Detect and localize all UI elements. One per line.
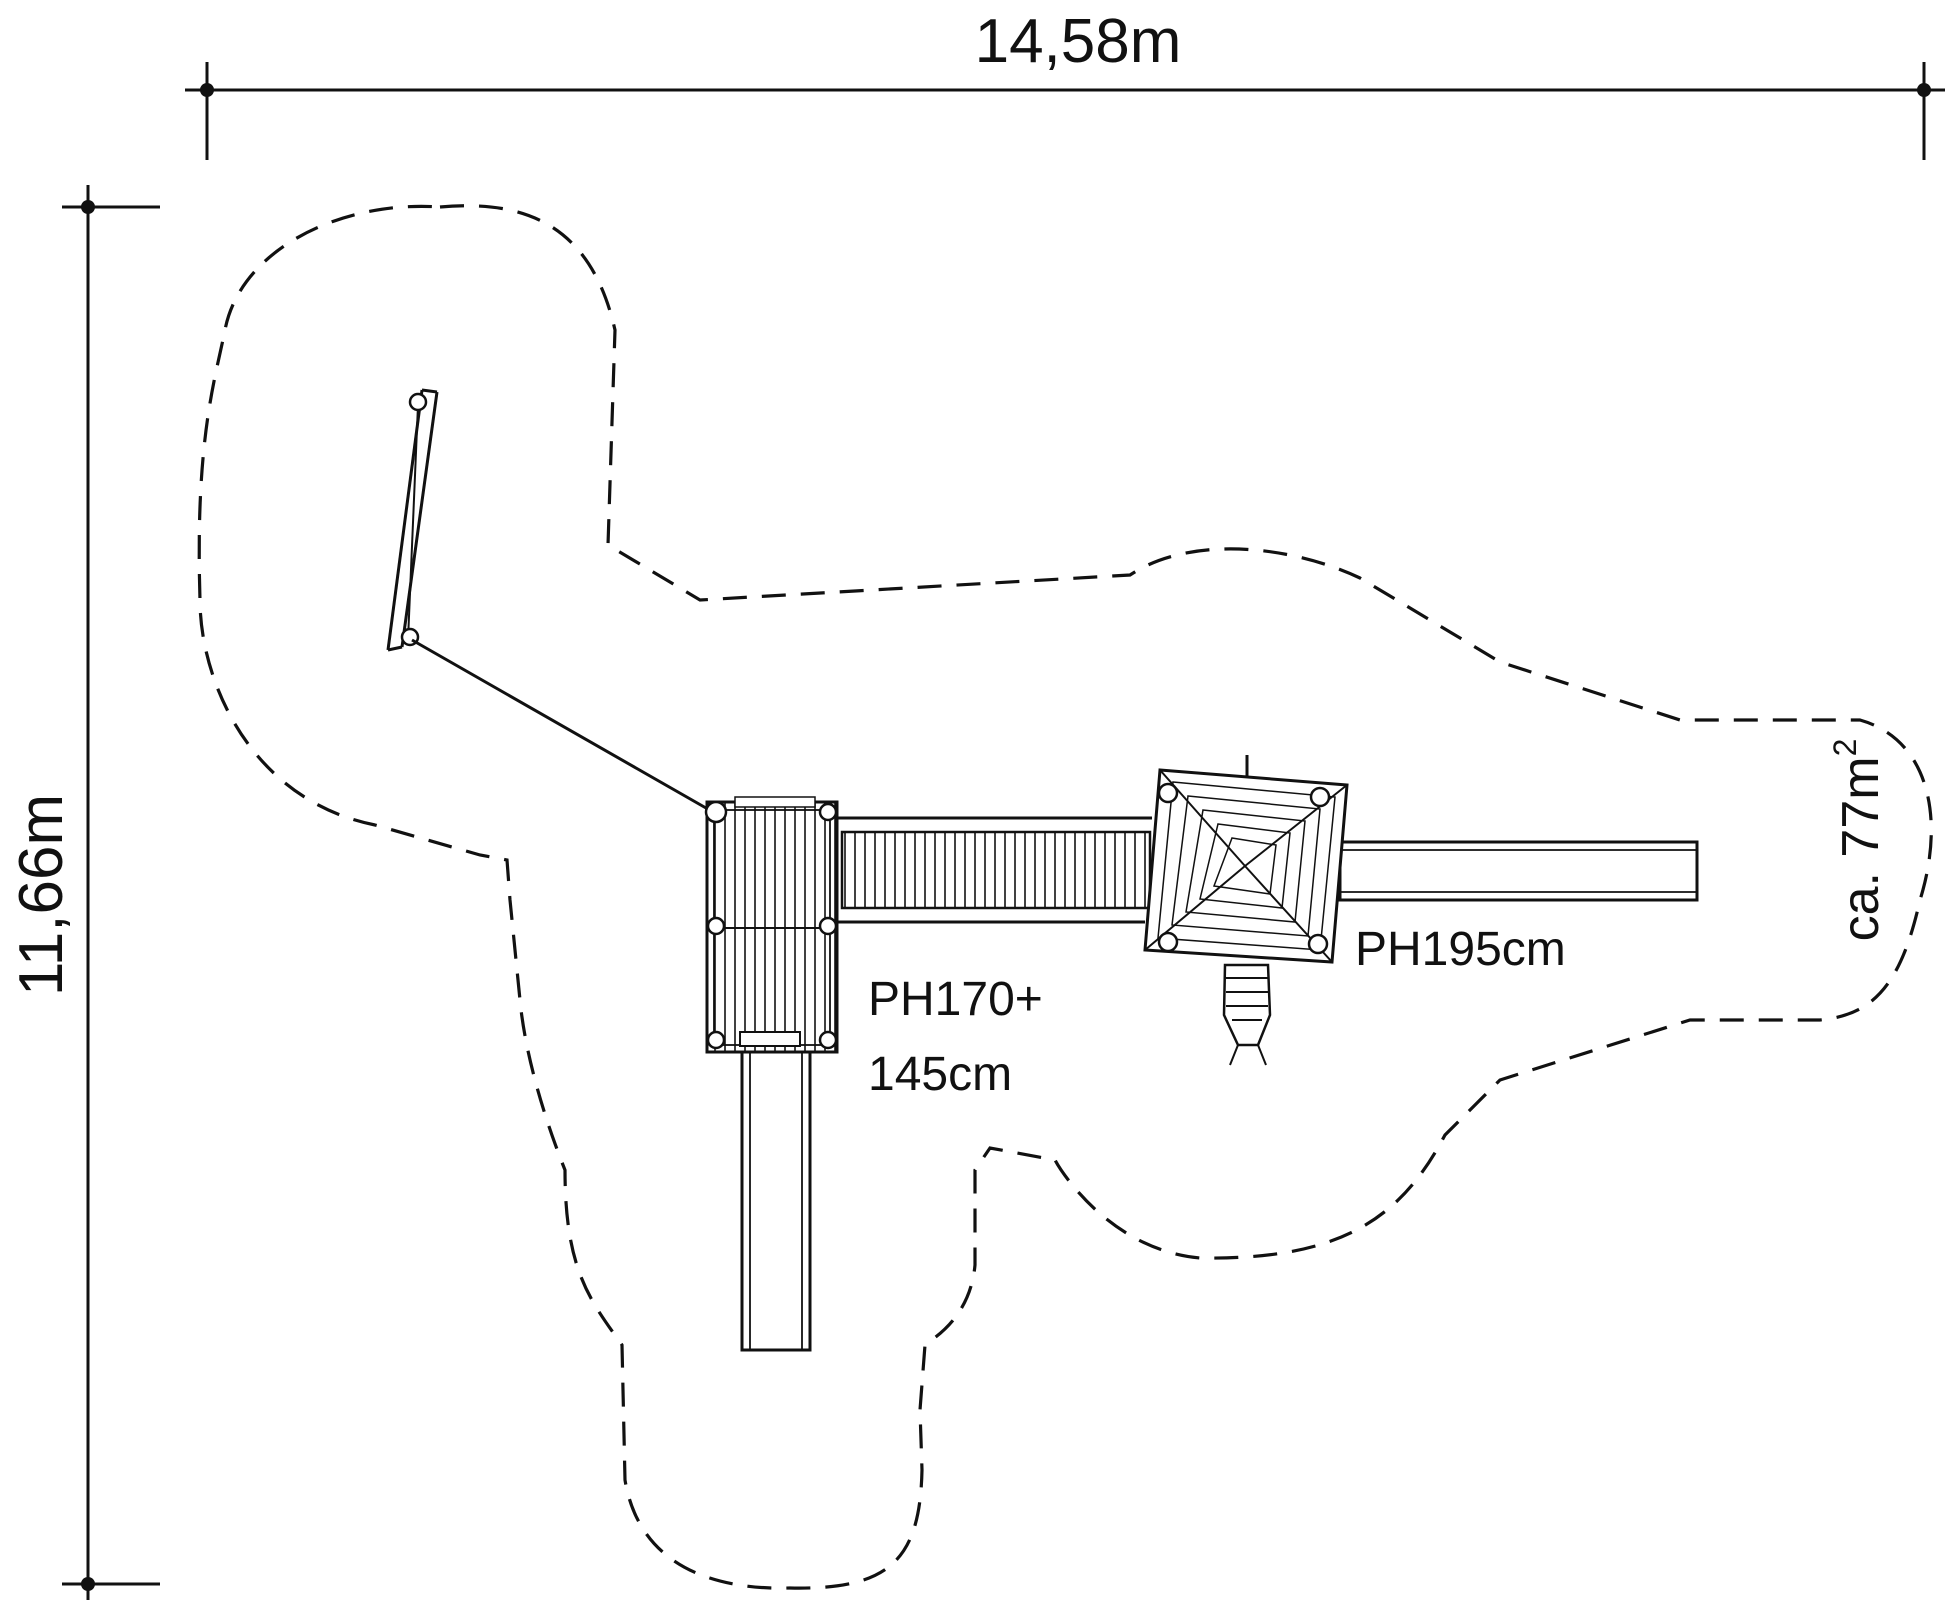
- width-label: 14,58m: [975, 7, 1182, 76]
- height-dimension: 11,66m: [7, 185, 160, 1600]
- left-tower: [704, 796, 839, 1054]
- left-tower-label-line1: PH170+: [868, 973, 1043, 1026]
- height-label: 11,66m: [7, 794, 76, 996]
- area-label: ca. 77m2: [1827, 739, 1890, 942]
- bridge: [837, 816, 1152, 924]
- left-slide: [740, 1050, 812, 1352]
- right-slide: [1338, 840, 1699, 902]
- width-dimension: 14,58m: [185, 7, 1945, 160]
- right-tower-label: PH195cm: [1355, 923, 1566, 976]
- left-tower-label-line2: 145cm: [868, 1048, 1012, 1101]
- area-label-main: ca. 77m: [1832, 756, 1890, 941]
- area-label-superscript: 2: [1827, 739, 1863, 757]
- climbing-ladder: [1222, 963, 1272, 1066]
- safety-zone-outline: [197, 204, 1933, 1590]
- svg-text:ca. 77m2: ca. 77m2: [1827, 739, 1890, 942]
- right-tower: [1143, 755, 1349, 964]
- swing: [386, 388, 707, 810]
